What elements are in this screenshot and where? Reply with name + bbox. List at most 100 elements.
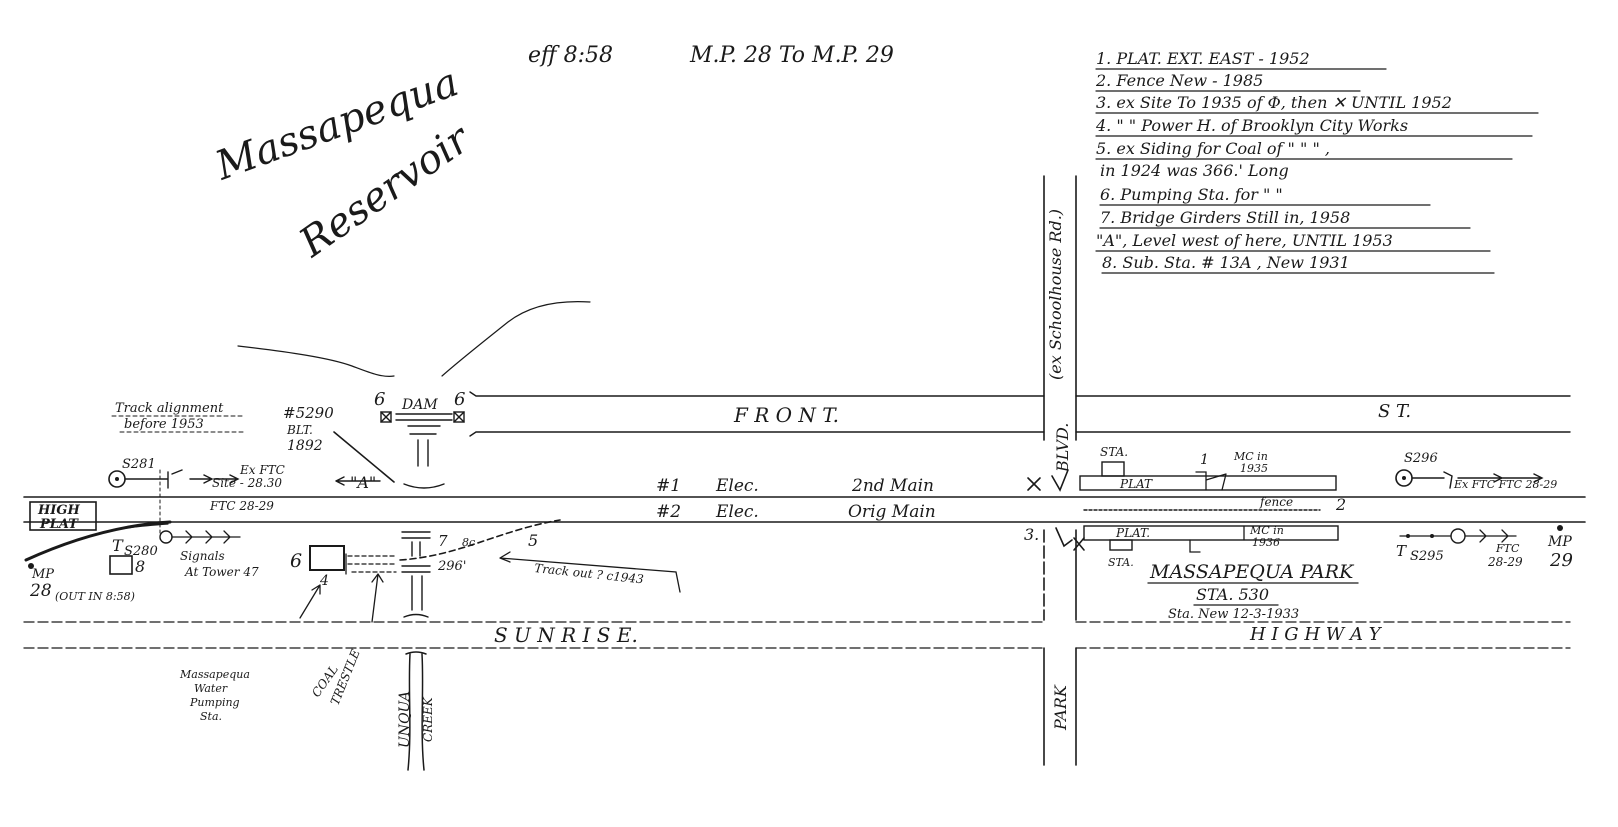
park-blvd: [1043, 175, 1077, 766]
level-a-label: "A": [350, 473, 376, 492]
signal-s295: [1450, 528, 1466, 544]
signal-s295-node1: [1406, 534, 1410, 538]
mc-top-line2: 1935: [1240, 462, 1268, 475]
track-alignment-line1: Track alignment: [115, 401, 224, 416]
highway-label: H I G H W A Y: [1249, 624, 1383, 645]
substation-box: [109, 555, 133, 575]
fence-label: fence: [1259, 495, 1293, 509]
siding-curve: [399, 519, 561, 561]
station-building-bottom: [1109, 539, 1133, 551]
note-1: 1. PLAT. EXT. EAST - 1952: [1096, 49, 1310, 68]
reservoir-shoreline: [237, 301, 591, 377]
siding-number: 5: [528, 531, 538, 550]
mp28-label: MP: [31, 567, 54, 582]
track2-elec: Elec.: [715, 502, 759, 522]
water-pump-line4: Sta.: [200, 710, 222, 723]
track1-number: #1: [656, 476, 681, 496]
girder-note: 8c: [462, 536, 475, 549]
pump-station-box: [309, 545, 345, 571]
signals-label-line1: Signals: [180, 549, 225, 563]
ftc-2829-label: FTC 28-29: [209, 499, 274, 513]
station-building-top: [1101, 461, 1125, 477]
blvd-label: BLVD.: [1053, 423, 1072, 473]
creek-label: CREEK: [421, 696, 435, 742]
mp28-number: 28: [29, 581, 52, 601]
sunrise-label: S U N R I S E.: [494, 623, 638, 647]
signal-s296-label: S296: [1404, 451, 1438, 466]
note-2: 2. Fence New - 1985: [1095, 71, 1263, 90]
dam-right-box: [453, 411, 465, 423]
header-range: M.P. 28 To M.P. 29: [689, 43, 894, 68]
mp29-label: MP: [1547, 534, 1572, 550]
signal-s281-label: S281: [122, 457, 156, 472]
level-a-arrow: [335, 476, 381, 486]
mp29-marker: [1557, 525, 1563, 531]
park-label: PARK: [1051, 684, 1070, 731]
spur-track-thin: [95, 523, 169, 535]
substation-t: T: [112, 536, 124, 555]
note-4: 4. " " Power H. of Brooklyn City Works: [1095, 116, 1408, 135]
mc-bottom-line2: 1936: [1252, 536, 1280, 549]
dam-left-box: [380, 411, 392, 423]
dam-left-number: 6: [374, 389, 385, 410]
coal-siding: [345, 553, 397, 575]
track1-elec: Elec.: [715, 476, 759, 496]
front-street-label: F R O N T.: [733, 403, 839, 427]
dam-label: DAM: [401, 397, 438, 413]
water-pump-line3: Pumping: [189, 696, 240, 709]
platform-north-label: PLAT: [1119, 477, 1153, 491]
note-7: 7. Bridge Girders Still in, 1958: [1100, 208, 1350, 227]
mc-bottom-line1: MC in: [1249, 524, 1284, 537]
unqua-label: UNQUA: [397, 691, 413, 748]
crossing-mark-south: [1055, 527, 1085, 551]
coal-length: 296': [437, 559, 466, 574]
note-5: 5. ex Siding for Coal of " " " ,: [1096, 139, 1330, 158]
crossing-mark: [1027, 469, 1069, 492]
creek-bridge: [401, 531, 431, 618]
plat-ext-number: 1: [1200, 452, 1209, 468]
platform-south-label: PLAT.: [1115, 526, 1150, 540]
bridge-number: #5290: [283, 404, 334, 422]
note-a: "A", Level west of here, UNTIL 1953: [1096, 231, 1393, 250]
high-plat-line2: PLAT: [39, 517, 79, 532]
signal-s295-label: S295: [1410, 549, 1444, 564]
bridge-year: 1892: [287, 438, 323, 454]
substation-number: 8: [135, 557, 145, 576]
header-eff: eff 8:58: [528, 43, 613, 68]
sta-bottom-label: STA.: [1108, 556, 1134, 569]
track-out-arrow: [499, 551, 681, 593]
track1-desc: 2nd Main: [851, 476, 934, 496]
ftc-2829-east-line2: 28-29: [1487, 555, 1523, 569]
track2-number: #2: [656, 502, 681, 522]
unqua-creek: [405, 651, 427, 771]
signal-s296-lamp: [1402, 476, 1406, 480]
notes-list: 1. PLAT. EXT. EAST - 1952 2. Fence New -…: [1095, 49, 1452, 272]
ftc-east-label: Ex FTC FTC 28-29: [1453, 478, 1557, 491]
water-pump-line2: Water: [194, 682, 228, 695]
signal-s295-t: T: [1396, 542, 1407, 560]
ex-ftc-label: Ex FTC: [239, 463, 285, 477]
signal-s280: [159, 530, 173, 544]
station-name: MASSAPEQUA PARK: [1149, 561, 1355, 583]
station-new: Sta. New 12-3-1933: [1168, 607, 1299, 622]
track-alignment-line2: before 1953: [124, 417, 204, 432]
platform-north: [1079, 475, 1337, 491]
notes-underlines: [1095, 68, 1539, 274]
signal-s296-mast: [1411, 471, 1544, 489]
pump-station-number: 6: [290, 550, 302, 572]
water-pump-line1: Massapequa: [179, 668, 250, 681]
dam: DAM 6 6: [374, 389, 465, 489]
front-street: [469, 391, 1571, 437]
fence-number: 2: [1335, 495, 1346, 514]
mc-bottom-mark: [1189, 525, 1245, 553]
spur-track: [24, 520, 172, 562]
sunrise-highway: [23, 621, 1571, 649]
signal-s295-node2: [1430, 534, 1434, 538]
signal-s281-mast: [124, 469, 240, 489]
mp28-note: (OUT IN 8:58): [55, 590, 135, 603]
signal-s280-mast: [171, 530, 241, 544]
bridge-blt: BLT.: [286, 423, 313, 437]
ftc-2829-east-line1: FTC: [1495, 542, 1520, 555]
note-8: 8. Sub. Sta. # 13A , New 1931: [1102, 253, 1350, 272]
